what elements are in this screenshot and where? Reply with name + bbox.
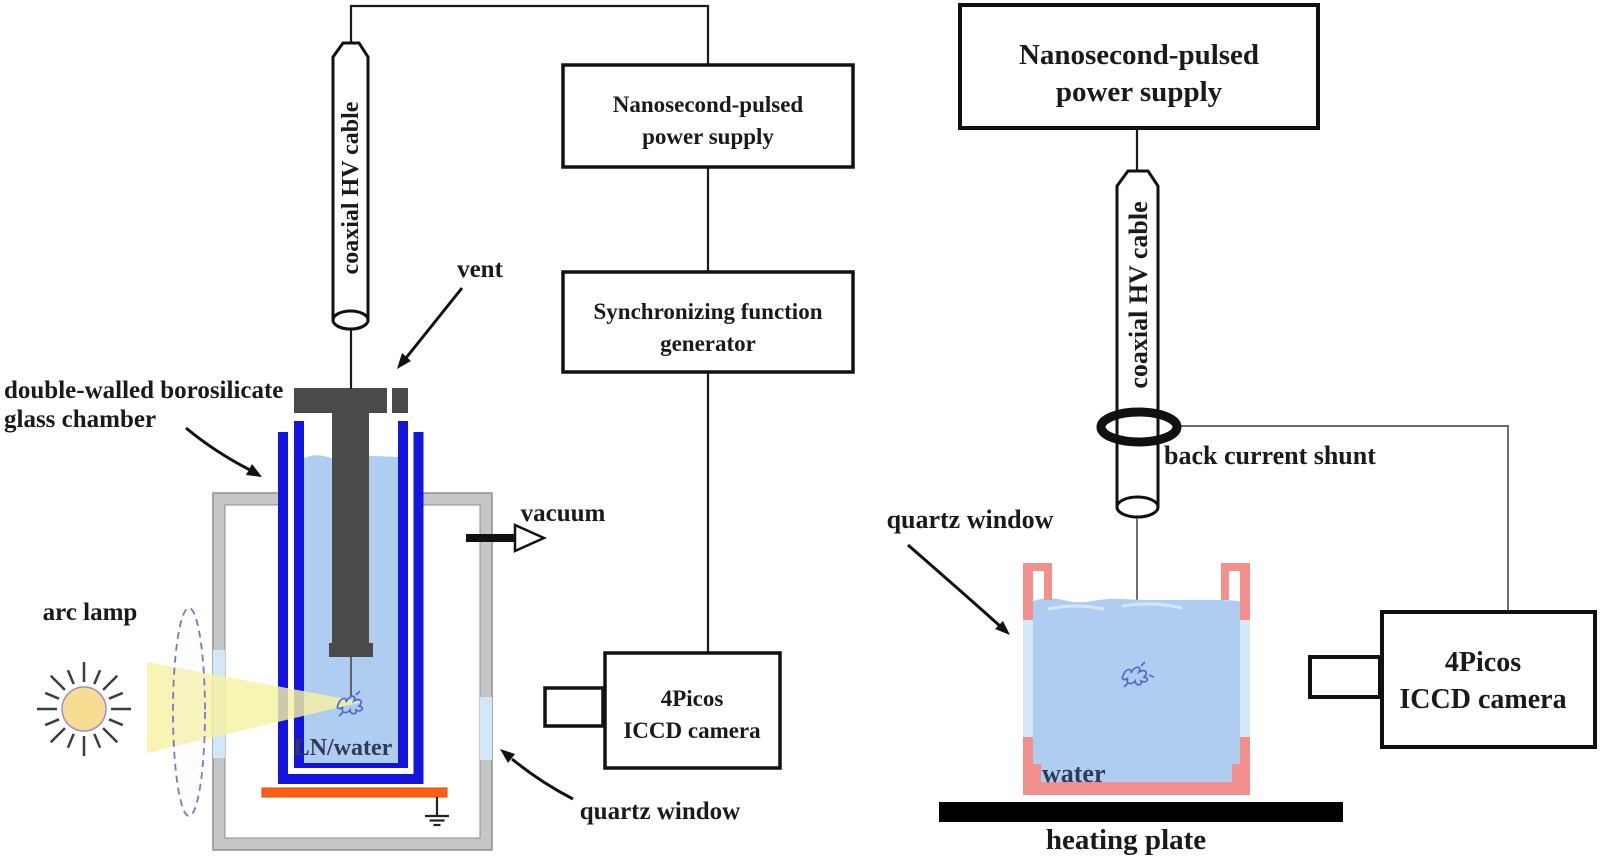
right-quartz-window-label: quartz window bbox=[887, 505, 1054, 534]
right-power-supply-box: Nanosecond-pulsed power supply bbox=[958, 3, 1320, 130]
left-quartz-window-label: quartz window bbox=[580, 798, 740, 825]
left-annotations: double-walled borosilicate glass chamber… bbox=[4, 256, 740, 825]
plasma-discharge-left bbox=[336, 690, 364, 717]
ground-symbol bbox=[425, 797, 449, 827]
heating-plate-label: heating plate bbox=[1046, 824, 1206, 856]
electrode-cap bbox=[294, 388, 387, 413]
right-quartz-window-annotation: quartz window bbox=[887, 505, 1054, 635]
left-camera-rect bbox=[603, 651, 782, 770]
left-cable-label: coaxial HV cable bbox=[338, 101, 364, 274]
power-supply-label-2: power supply bbox=[642, 124, 774, 149]
chamber-label-line2: glass chamber bbox=[4, 406, 156, 433]
cable-to-supply-wire bbox=[349, 4, 710, 65]
right-camera-rect bbox=[1380, 610, 1597, 749]
arc-lamp-icon bbox=[37, 662, 131, 756]
vacuum-arrow-icon bbox=[513, 523, 548, 553]
chamber-label-line1: double-walled borosilicate bbox=[4, 377, 283, 404]
left-camera-label-2: ICCD camera bbox=[623, 718, 761, 743]
right-quartz-window-right-patch bbox=[1240, 620, 1250, 737]
function-generator-box: Synchronizing function generator bbox=[561, 270, 855, 374]
water-ripples bbox=[1047, 602, 1183, 611]
left-camera-box: 4Picos ICCD camera bbox=[543, 651, 782, 770]
heating-plate bbox=[939, 802, 1343, 822]
left-power-supply-box: Nanosecond-pulsed power supply bbox=[561, 63, 855, 169]
cable-end bbox=[331, 309, 370, 331]
sun-icon bbox=[61, 686, 107, 732]
light-beam bbox=[147, 662, 362, 753]
left-quartz-window-arrowhead-icon bbox=[500, 749, 515, 763]
vent-label: vent bbox=[457, 256, 504, 283]
back-current-shunt-ring bbox=[1096, 407, 1182, 447]
right-cable-end bbox=[1115, 495, 1160, 519]
right-quartz-window-arrow bbox=[907, 543, 1002, 628]
vent-arrowhead-icon bbox=[397, 353, 411, 369]
left-coaxial-cable: coaxial HV cable bbox=[331, 4, 710, 389]
function-generator-label-1: Synchronizing function bbox=[594, 299, 823, 324]
electrode-cap-vent-block bbox=[392, 388, 408, 413]
power-supply-rect bbox=[561, 63, 855, 169]
container-walls bbox=[1023, 563, 1250, 795]
arc-lamp-label: arc lamp bbox=[43, 599, 138, 626]
vacuum-port bbox=[466, 523, 548, 553]
right-camera-label-1: 4Picos bbox=[1445, 647, 1521, 678]
power-supply-label-1: Nanosecond-pulsed bbox=[613, 92, 804, 117]
right-quartz-window-arrowhead-icon bbox=[995, 621, 1010, 635]
right-camera-box: 4Picos ICCD camera bbox=[1308, 610, 1597, 749]
electrode-assembly bbox=[294, 388, 408, 696]
water-container: water bbox=[1023, 563, 1250, 795]
right-coaxial-cable: coaxial HV cable bbox=[1115, 169, 1160, 519]
right-power-supply-label-2: power supply bbox=[1056, 76, 1223, 108]
left-camera-lens bbox=[543, 686, 605, 728]
ln-water-label: LN/water bbox=[294, 735, 393, 761]
left-camera-label-1: 4Picos bbox=[661, 686, 724, 711]
right-power-supply-rect bbox=[958, 3, 1320, 130]
vacuum-label: vacuum bbox=[521, 500, 606, 527]
right-power-supply-label-1: Nanosecond-pulsed bbox=[1019, 39, 1259, 71]
heater-bar bbox=[261, 787, 448, 798]
right-camera-label-2: ICCD camera bbox=[1399, 684, 1566, 715]
sun-rays-icon bbox=[37, 662, 131, 756]
function-generator-rect bbox=[561, 270, 855, 374]
vent-arrow bbox=[404, 287, 464, 359]
quartz-window-right-patch bbox=[480, 697, 492, 760]
water-label: water bbox=[1042, 759, 1106, 788]
right-camera-lens bbox=[1308, 655, 1382, 699]
water-fill bbox=[1033, 598, 1240, 782]
plasma-discharge-right bbox=[1121, 661, 1155, 688]
right-cable-label: coaxial HV cable bbox=[1124, 201, 1153, 388]
chamber-arrowhead-icon bbox=[246, 464, 262, 477]
electrode-tip bbox=[329, 643, 373, 657]
function-generator-label-2: generator bbox=[660, 331, 756, 356]
right-quartz-window-left-patch bbox=[1023, 620, 1033, 737]
left-quartz-window-arrow bbox=[511, 757, 574, 801]
back-current-shunt-label: back current shunt bbox=[1164, 441, 1376, 470]
chamber-arrow bbox=[185, 426, 251, 472]
lens bbox=[172, 607, 206, 817]
electrode-stem bbox=[332, 413, 369, 645]
shunt-camera-wire bbox=[1177, 425, 1509, 612]
